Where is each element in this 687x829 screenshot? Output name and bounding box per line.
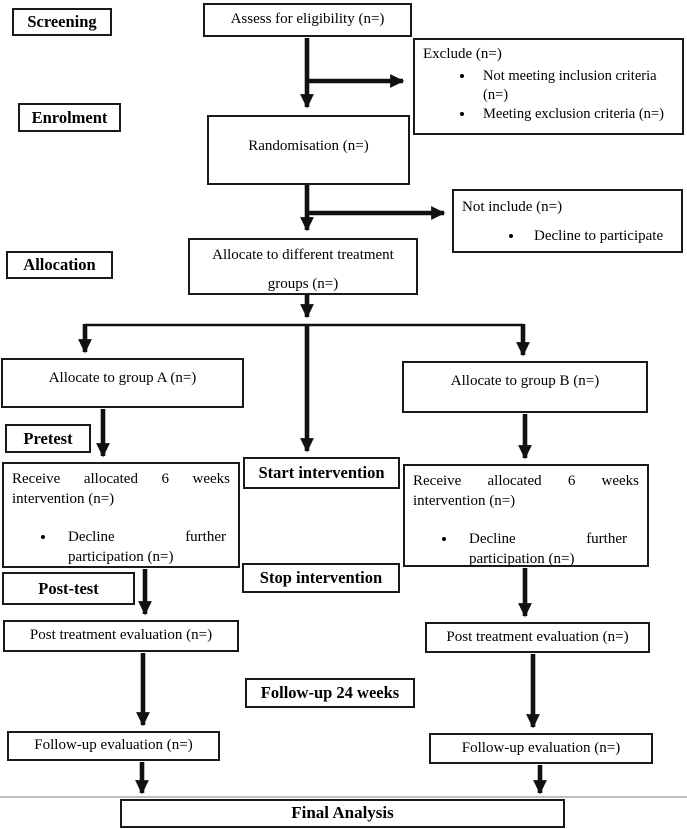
receive-a-bullet-list: Decline further participation (n=) <box>12 527 230 568</box>
stage-label-pretest: Pretest <box>5 424 91 453</box>
not-include-bullet-list: Decline to participate <box>462 227 673 247</box>
receive-a-bullet-1: Decline further participation (n=) <box>56 527 226 568</box>
stage-label-followup: Follow-up 24 weeks <box>245 678 415 708</box>
not-include-bullet-1: Decline to participate <box>524 227 673 247</box>
allocate-group-b-box: Allocate to group B (n=) <box>402 361 648 413</box>
followup-eval-b-box: Follow-up evaluation (n=) <box>429 733 653 764</box>
exclude-bullet-list: Not meeting inclusion criteria (n=) Meet… <box>423 67 674 124</box>
post-treatment-b-box: Post treatment evaluation (n=) <box>425 622 650 653</box>
stop-intervention-box: Stop intervention <box>242 563 400 593</box>
allocate-group-a-box: Allocate to group A (n=) <box>1 358 244 408</box>
followup-eval-a-box: Follow-up evaluation (n=) <box>7 731 220 761</box>
not-include-title: Not include (n=) <box>462 199 563 215</box>
stage-label-allocation: Allocation <box>6 251 113 279</box>
allocate-groups-line1: Allocate to different treatment <box>212 246 394 263</box>
stage-label-posttest: Post-test <box>2 572 135 605</box>
receive-b-bullet-list: Decline further participation (n=) <box>413 529 639 570</box>
stage-label-enrolment: Enrolment <box>18 103 121 132</box>
exclude-bullet-1: Not meeting inclusion criteria (n=) <box>475 67 683 105</box>
final-analysis-box: Final Analysis <box>120 799 565 828</box>
allocate-groups-box: Allocate to different treatment groups (… <box>188 238 418 295</box>
not-include-box: Not include (n=) Decline to participate <box>452 189 683 253</box>
stage-label-screening: Screening <box>12 8 112 36</box>
allocate-groups-line2: groups (n=) <box>267 275 339 292</box>
exclude-box: Exclude (n=) Not meeting inclusion crite… <box>413 38 684 135</box>
start-intervention-box: Start intervention <box>243 457 400 489</box>
receive-b-bullet-1: Decline further participation (n=) <box>457 529 627 570</box>
receive-intervention-b-box: Receive allocated 6 weeks intervention (… <box>403 464 649 567</box>
post-treatment-a-box: Post treatment evaluation (n=) <box>3 620 239 652</box>
receive-intervention-a-text: Receive allocated 6 weeks intervention (… <box>12 471 230 507</box>
exclude-title: Exclude (n=) <box>423 46 502 62</box>
exclude-bullet-2: Meeting exclusion criteria (n=) <box>475 105 683 124</box>
randomisation-box: Randomisation (n=) <box>207 115 410 185</box>
assess-eligibility-box: Assess for eligibility (n=) <box>203 3 412 37</box>
receive-intervention-a-box: Receive allocated 6 weeks intervention (… <box>2 462 240 568</box>
receive-intervention-b-text: Receive allocated 6 weeks intervention (… <box>413 473 639 509</box>
